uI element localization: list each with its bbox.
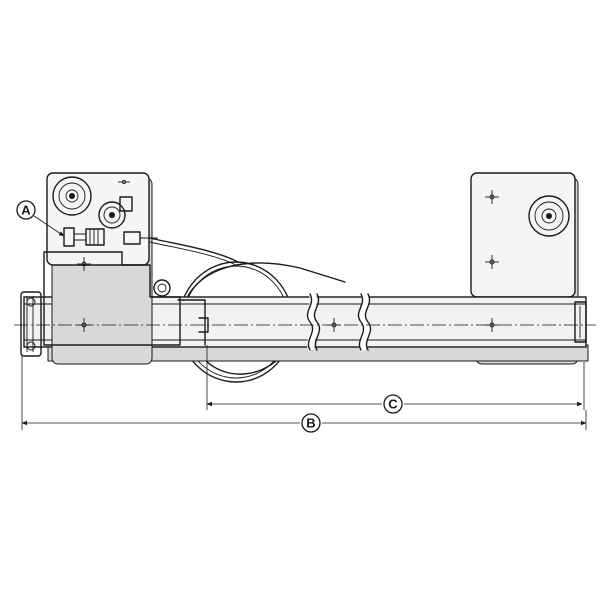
dimension-b: B [21, 356, 587, 433]
callout-a: A [16, 200, 65, 237]
callout-c-label: C [388, 397, 398, 412]
left-roller-wheel [52, 176, 92, 216]
callout-a-label: A [21, 203, 31, 218]
rail-break-marks [306, 292, 372, 352]
dimension-c: C [206, 345, 585, 414]
right-roller-wheel [528, 195, 570, 237]
left-housing-block [43, 251, 181, 346]
pivot-bolt [153, 279, 171, 297]
cable-inner [149, 241, 239, 267]
cable-clamp [63, 227, 158, 247]
end-clip [20, 291, 42, 357]
left-bracket [20, 172, 209, 365]
right-bracket-holes [485, 190, 499, 269]
right-bracket-plate [470, 172, 576, 298]
cable [149, 237, 239, 263]
small-guide-roller [98, 201, 126, 229]
callout-b-label: B [306, 416, 315, 431]
